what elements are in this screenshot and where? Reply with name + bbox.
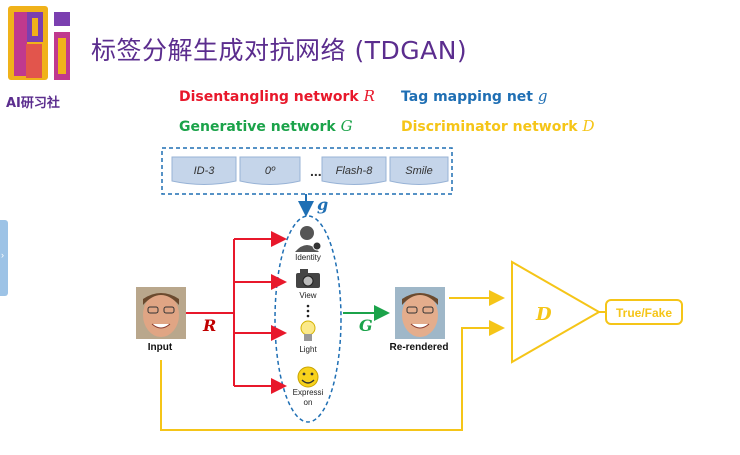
tag-flash-label: Flash-8 xyxy=(336,165,374,177)
ai-yanxishe-logo xyxy=(8,6,70,80)
camera-icon xyxy=(296,269,320,288)
tag-angle: 0º xyxy=(239,156,301,185)
discriminator-triangle xyxy=(511,260,602,364)
expression-label-line-2: on xyxy=(304,398,313,407)
g-arrow-label: g xyxy=(317,195,328,214)
identity-label: Identity xyxy=(295,253,321,262)
input-label: Input xyxy=(148,342,173,353)
legend-tag-mapping-net: Tag mapping net g xyxy=(401,87,548,105)
input-face-image xyxy=(136,287,186,339)
slide-title: 标签分解生成对抗网络 (TDGAN) xyxy=(91,36,468,65)
legend-generative-network: Generative network G xyxy=(179,117,353,135)
expression-label-line-1: Expressi xyxy=(293,388,324,397)
attribute-ellipse xyxy=(274,215,342,423)
identity-icon xyxy=(295,226,322,252)
generative-arrow-label: G xyxy=(359,316,373,335)
light-label: Light xyxy=(299,345,317,354)
view-label: View xyxy=(299,291,316,300)
tag-flash: Flash-8 xyxy=(321,156,387,185)
side-panel-handle[interactable]: › xyxy=(0,220,8,296)
rerendered-label: Re-rendered xyxy=(390,342,449,353)
true-fake-box xyxy=(605,299,683,325)
tag-angle-label: 0º xyxy=(265,165,276,177)
tag-smile-label: Smile xyxy=(405,165,433,177)
tag-id: ID-3 xyxy=(171,156,237,185)
logo-caption: AI研习社 xyxy=(6,96,60,111)
legend-discriminator-network: Discriminator network D xyxy=(401,117,595,135)
tag-smile: Smile xyxy=(389,156,449,185)
rerendered-face-image xyxy=(395,287,445,339)
true-fake-label: True/Fake xyxy=(616,306,672,320)
legend-disentangling-network: Disentangling network R xyxy=(179,87,375,105)
input-to-d-path xyxy=(160,320,505,431)
tag-id-label: ID-3 xyxy=(194,165,216,177)
light-bulb-icon xyxy=(300,320,316,341)
discriminator-label: D xyxy=(535,304,552,325)
r-arrow-label: R xyxy=(202,316,216,335)
smiley-icon xyxy=(297,366,319,388)
tag-ellipsis: ... xyxy=(310,163,322,179)
